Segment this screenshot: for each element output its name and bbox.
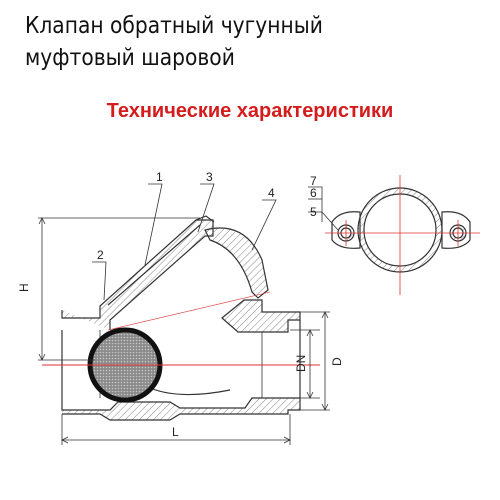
callout-5: 5: [310, 205, 317, 219]
dimension-H: [38, 217, 200, 361]
section-heading-specs: Технические характеристики: [106, 100, 394, 122]
dimension-L-label: L: [172, 425, 179, 439]
end-view-centerlines: [325, 175, 480, 295]
valve-end-view: [331, 187, 471, 273]
callout-3: 3: [206, 170, 213, 184]
dimension-H-label: H: [17, 283, 31, 292]
product-title-line-2: муфтовый шаровой: [25, 45, 235, 71]
callout-1: 1: [156, 170, 163, 184]
callout-6: 6: [310, 186, 317, 200]
dimension-DN-label: DN: [294, 355, 308, 372]
callout-2: 2: [97, 248, 104, 262]
callout-leaders: [92, 183, 277, 301]
centerlines: [42, 291, 320, 366]
end-view-callout-leaders: [308, 186, 339, 231]
callout-7: 7: [310, 174, 317, 188]
dimension-L: [61, 414, 291, 445]
dimension-DN-D: [290, 311, 330, 411]
callout-4: 4: [268, 186, 275, 200]
product-title: Клапан обратный чугунный муфтовый шарово…: [25, 10, 430, 74]
product-title-line-1: Клапан обратный чугунный: [25, 13, 323, 39]
valve-body-section: [61, 215, 301, 421]
dimension-D-label: D: [330, 357, 344, 366]
